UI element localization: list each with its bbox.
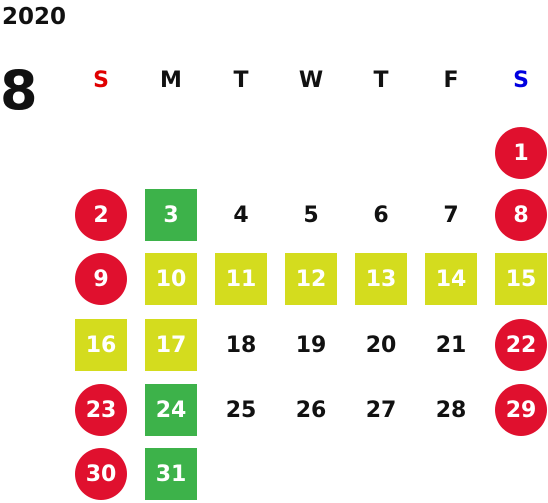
- weekday-label-3: W: [298, 68, 324, 93]
- weekday-label-6: S: [513, 68, 529, 93]
- day-cell-3: 3: [145, 189, 197, 241]
- weekday-label-1: M: [160, 68, 182, 93]
- month-number: 8: [0, 59, 38, 122]
- day-cell-5: 5: [303, 202, 319, 228]
- day-cell-21: 21: [435, 332, 467, 358]
- day-cell-17: 17: [145, 319, 197, 371]
- day-cell-11: 11: [215, 253, 267, 305]
- day-cell-25: 25: [225, 397, 257, 423]
- day-cell-22: 22: [495, 319, 547, 371]
- weekday-label-2: T: [233, 68, 249, 93]
- day-cell-28: 28: [435, 397, 467, 423]
- day-cell-1: 1: [495, 127, 547, 179]
- weekday-label-4: T: [373, 68, 389, 93]
- day-cell-7: 7: [443, 202, 459, 228]
- day-cell-15: 15: [495, 253, 547, 305]
- day-cell-24: 24: [145, 384, 197, 436]
- day-cell-14: 14: [425, 253, 477, 305]
- day-cell-6: 6: [373, 202, 389, 228]
- weekday-label-0: S: [93, 68, 109, 93]
- day-cell-19: 19: [295, 332, 327, 358]
- day-cell-23: 23: [75, 384, 127, 436]
- day-cell-30: 30: [75, 448, 127, 500]
- weekday-label-5: F: [443, 68, 459, 93]
- day-cell-29: 29: [495, 384, 547, 436]
- day-cell-20: 20: [365, 332, 397, 358]
- day-cell-12: 12: [285, 253, 337, 305]
- day-cell-16: 16: [75, 319, 127, 371]
- day-cell-18: 18: [225, 332, 257, 358]
- day-cell-26: 26: [295, 397, 327, 423]
- day-cell-31: 31: [145, 448, 197, 500]
- day-cell-2: 2: [75, 189, 127, 241]
- day-cell-9: 9: [75, 253, 127, 305]
- day-cell-8: 8: [495, 189, 547, 241]
- day-cell-4: 4: [233, 202, 249, 228]
- day-cell-13: 13: [355, 253, 407, 305]
- year-label: 2020: [2, 4, 67, 30]
- day-cell-10: 10: [145, 253, 197, 305]
- day-cell-27: 27: [365, 397, 397, 423]
